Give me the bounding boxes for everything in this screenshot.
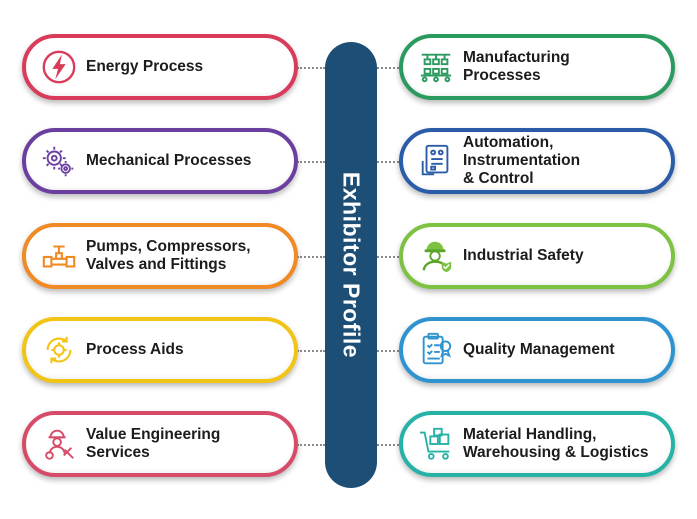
category-quality-management[interactable]: Quality Management [399, 317, 675, 383]
gear-cycle-icon [40, 331, 78, 369]
warehouse-trolley-icon [417, 425, 455, 463]
connector-right-3 [377, 256, 403, 258]
category-label: Pumps, Compressors, Valves and Fittings [86, 238, 251, 273]
category-energy-process[interactable]: Energy Process [22, 34, 298, 100]
category-pumps-compressors-valves[interactable]: Pumps, Compressors, Valves and Fittings [22, 223, 298, 289]
quality-checklist-icon [417, 331, 455, 369]
category-value-engineering-services[interactable]: Value Engineering Services [22, 411, 298, 477]
connector-left-1 [297, 67, 325, 69]
connector-left-3 [297, 256, 325, 258]
category-process-aids[interactable]: Process Aids [22, 317, 298, 383]
connector-right-2 [377, 161, 403, 163]
engineer-tools-icon [40, 425, 78, 463]
category-industrial-safety[interactable]: Industrial Safety [399, 223, 675, 289]
category-label: Energy Process [86, 58, 204, 75]
category-label: Process Aids [86, 341, 184, 358]
category-label: Quality Management [463, 341, 615, 358]
category-material-handling-warehousing-logistics[interactable]: Material Handling, Warehousing & Logisti… [399, 411, 675, 477]
category-manufacturing-processes[interactable]: Manufacturing Processes [399, 34, 675, 100]
center-spine [325, 42, 377, 488]
safety-worker-icon [417, 237, 455, 275]
connector-left-4 [297, 350, 325, 352]
valve-pipe-icon [40, 237, 78, 275]
category-label: Industrial Safety [463, 247, 584, 264]
category-label: Material Handling, Warehousing & Logisti… [463, 426, 649, 461]
connector-left-5 [297, 444, 325, 446]
category-mechanical-processes[interactable]: Mechanical Processes [22, 128, 298, 194]
conveyor-robot-icon [417, 48, 455, 86]
category-label: Automation, Instrumentation & Control [463, 134, 581, 187]
category-label: Manufacturing Processes [463, 49, 570, 84]
lightning-bolt-icon [40, 48, 78, 86]
control-panel-icon [417, 142, 455, 180]
gears-icon [40, 142, 78, 180]
category-label: Mechanical Processes [86, 152, 252, 169]
center-title: Exhibitor Profile [338, 171, 365, 359]
connector-right-1 [377, 67, 403, 69]
connector-left-2 [297, 161, 325, 163]
connector-right-5 [377, 444, 403, 446]
category-label: Value Engineering Services [86, 426, 221, 461]
category-automation-instrumentation-control[interactable]: Automation, Instrumentation & Control [399, 128, 675, 194]
connector-right-4 [377, 350, 403, 352]
